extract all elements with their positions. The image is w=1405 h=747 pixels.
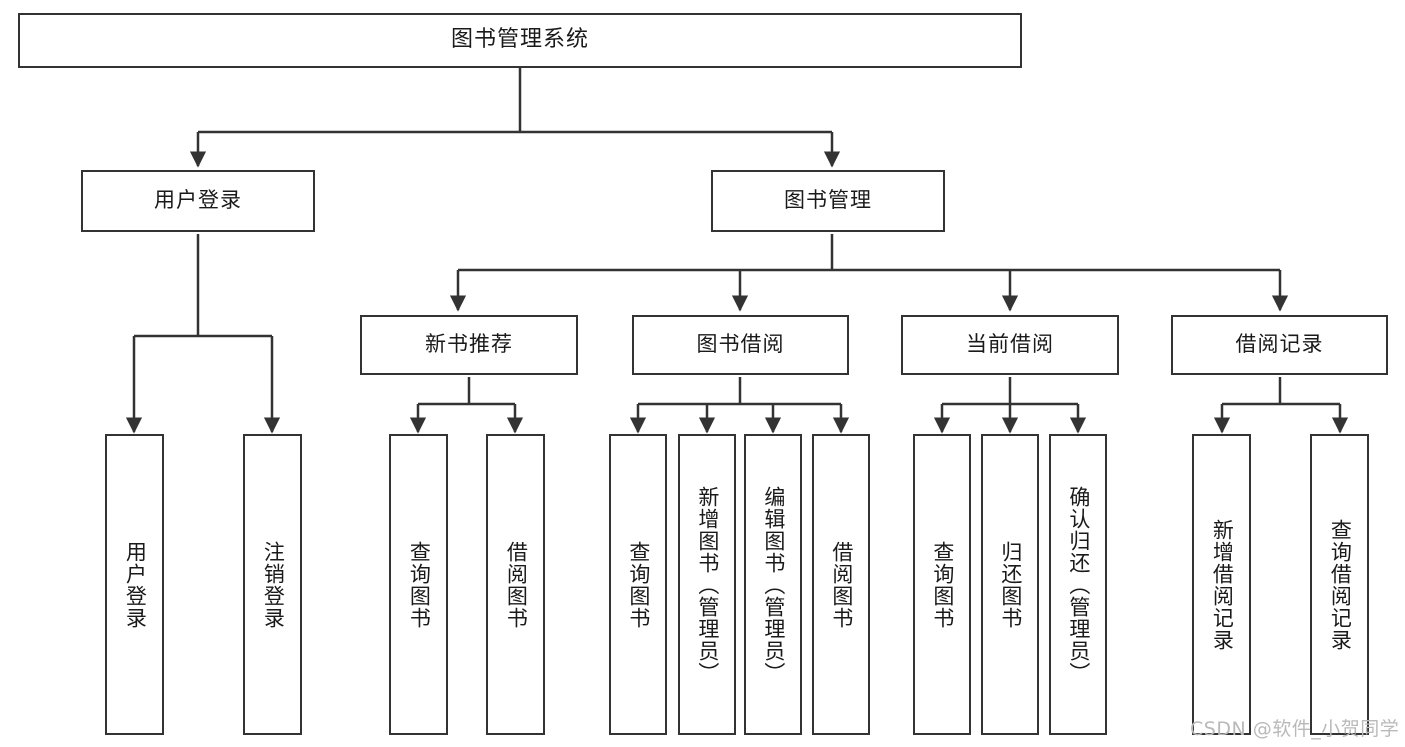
- node-label: 归还图书: [998, 540, 1023, 629]
- node-label: 查询图书: [626, 540, 651, 629]
- node-label: 用户登录: [123, 540, 148, 629]
- node-label: 图书管理系统: [450, 27, 589, 53]
- node-label: 查询借阅记录: [1328, 518, 1353, 651]
- node-label: 用户登录: [154, 188, 242, 213]
- node-label: 新增图书（管理员）: [695, 485, 720, 684]
- node-label: 编辑图书（管理员）: [761, 485, 786, 684]
- node-label: 确认归还（管理员）: [1066, 485, 1091, 684]
- node-current-borrow[interactable]: 当前借阅: [901, 315, 1119, 375]
- leaf-borrow-edit-book-admin[interactable]: 编辑图书（管理员）: [744, 434, 802, 735]
- leaf-current-return-book[interactable]: 归还图书: [981, 434, 1039, 735]
- leaf-borrow-borrow-book[interactable]: 借阅图书: [812, 434, 870, 735]
- node-borrow-record[interactable]: 借阅记录: [1171, 315, 1388, 375]
- node-label: 图书管理: [784, 188, 872, 213]
- node-new-book-recommend[interactable]: 新书推荐: [360, 315, 578, 375]
- node-label: 查询图书: [407, 540, 432, 629]
- node-label: 当前借阅: [966, 332, 1054, 357]
- node-label: 图书借阅: [696, 332, 785, 357]
- leaf-current-confirm-return-admin[interactable]: 确认归还（管理员）: [1049, 434, 1107, 735]
- leaf-user-login[interactable]: 用户登录: [105, 434, 164, 735]
- leaf-record-query-record[interactable]: 查询借阅记录: [1310, 434, 1369, 735]
- node-label: 借阅图书: [504, 540, 529, 629]
- node-label: 查询图书: [930, 540, 955, 629]
- leaf-borrow-add-book-admin[interactable]: 新增图书（管理员）: [678, 434, 736, 735]
- leaf-current-query-book[interactable]: 查询图书: [913, 434, 971, 735]
- node-user-login[interactable]: 用户登录: [81, 170, 315, 232]
- leaf-logout-login[interactable]: 注销登录: [243, 434, 302, 735]
- leaf-recommend-query-book[interactable]: 查询图书: [389, 434, 448, 735]
- node-label: 借阅图书: [829, 540, 854, 629]
- watermark-text: CSDN @软件_小贺同学: [1190, 718, 1400, 740]
- node-label: 新书推荐: [425, 332, 513, 357]
- leaf-record-add-record[interactable]: 新增借阅记录: [1192, 434, 1251, 735]
- node-label: 注销登录: [261, 540, 286, 629]
- node-label: 新增借阅记录: [1210, 518, 1235, 651]
- node-book-borrow[interactable]: 图书借阅: [632, 315, 849, 375]
- leaf-borrow-query-book[interactable]: 查询图书: [609, 434, 667, 735]
- node-label: 借阅记录: [1235, 332, 1324, 357]
- node-book-management[interactable]: 图书管理: [711, 170, 945, 232]
- node-root-system[interactable]: 图书管理系统: [18, 13, 1022, 68]
- leaf-recommend-borrow-book[interactable]: 借阅图书: [486, 434, 545, 735]
